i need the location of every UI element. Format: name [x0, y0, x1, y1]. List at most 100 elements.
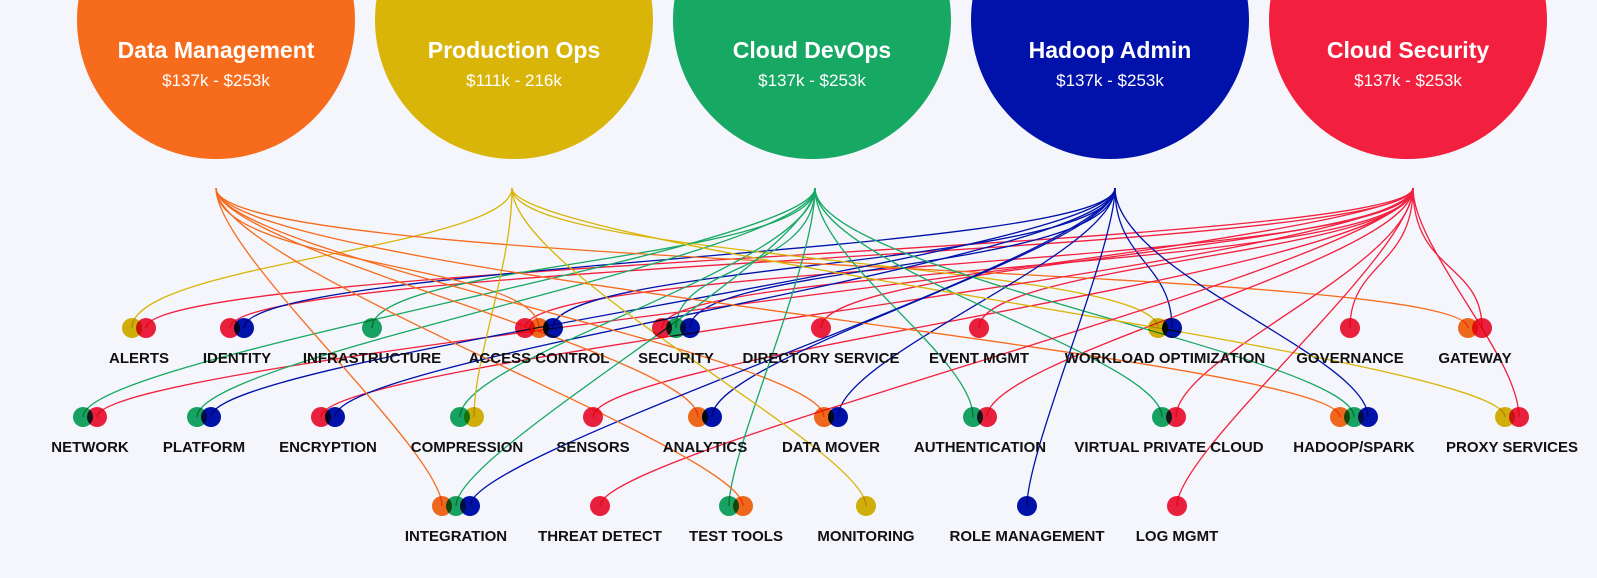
edge-cs-sensors: [592, 187, 1414, 418]
edge-po-proxy-services: [511, 187, 1506, 418]
edge-ha-integration: [469, 187, 1116, 507]
skill-label-identity: IDENTITY: [203, 350, 271, 367]
skill-label-gateway: GATEWAY: [1438, 350, 1511, 367]
skill-label-security: SECURITY: [638, 350, 714, 367]
edge-cd-security: [675, 187, 816, 329]
dot-test-tools-cd: [719, 496, 739, 516]
dot-data-mover-dm: [814, 407, 834, 427]
role-salary-cs: $137k - $253k: [1354, 71, 1462, 90]
skill-label-sensors: SENSORS: [556, 439, 629, 456]
edge-cs-log-mgmt: [1176, 187, 1414, 507]
skill-label-role-management: ROLE MANAGEMENT: [950, 528, 1105, 545]
dot-virtual-private-cloud-cs: [1166, 407, 1186, 427]
dot-integration-cd: [446, 496, 466, 516]
dot-integration-ha: [460, 496, 480, 516]
edge-po-compression: [473, 187, 513, 418]
edge-dm-gateway: [215, 187, 1469, 329]
edge-cs-authentication: [986, 187, 1414, 418]
role-circle-po: [375, 0, 653, 159]
edge-po-monitoring: [511, 187, 867, 507]
dot-role-management-ha: [1017, 496, 1037, 516]
edge-cd-infrastructure: [371, 187, 816, 329]
dot-hadoop-spark-ha: [1358, 407, 1378, 427]
role-salary-cd: $137k - $253k: [758, 71, 866, 90]
dot-hadoop-spark-dm: [1330, 407, 1350, 427]
dot-platform-cd: [187, 407, 207, 427]
edge-dm-analytics: [215, 187, 699, 418]
edge-cs-network: [96, 187, 1414, 418]
dot-analytics-dm: [688, 407, 708, 427]
skill-label-threat-detect: THREAT DETECT: [538, 528, 662, 545]
edge-cs-proxy-services: [1412, 187, 1520, 418]
dot-log-mgmt-cs: [1167, 496, 1187, 516]
skill-label-workload-optimization: WORKLOAD OPTIMIZATION: [1065, 350, 1266, 367]
edge-cd-virtual-private-cloud: [814, 187, 1163, 418]
skill-label-network: NETWORK: [51, 439, 129, 456]
skill-label-log-mgmt: LOG MGMT: [1136, 528, 1219, 545]
role-title-cs: Cloud Security: [1327, 37, 1490, 63]
skill-label-proxy-services: PROXY SERVICES: [1446, 439, 1578, 456]
edge-ha-platform: [210, 187, 1116, 418]
dot-monitoring-po: [856, 496, 876, 516]
dot-security-cd: [666, 318, 686, 338]
edge-dm-data-mover: [215, 187, 825, 418]
dot-encryption-ha: [325, 407, 345, 427]
role-title-po: Production Ops: [428, 37, 601, 63]
dot-compression-cd: [450, 407, 470, 427]
role-cd: Cloud DevOps $137k - $253k: [673, 0, 951, 159]
skill-label-directory-service: DIRECTORY SERVICE: [743, 350, 900, 367]
skill-label-access-control: ACCESS CONTROL: [469, 350, 610, 367]
skill-label-data-mover: DATA MOVER: [782, 439, 880, 456]
dot-event-mgmt-cs: [969, 318, 989, 338]
skill-label-analytics: ANALYTICS: [663, 439, 747, 456]
edge-cd-compression: [459, 187, 816, 418]
connection-lines: [82, 187, 1520, 507]
role-dm: Data Management$137k - $253k: [77, 0, 355, 159]
dot-identity-ha: [234, 318, 254, 338]
edge-cs-identity: [229, 187, 1414, 329]
edge-cd-hadoop-spark: [814, 187, 1355, 418]
edge-ha-security: [689, 187, 1116, 329]
edge-ha-hadoop-spark: [1114, 187, 1369, 418]
dot-threat-detect-cs: [590, 496, 610, 516]
dot-workload-optimization-ha: [1162, 318, 1182, 338]
dot-infrastructure-cd: [362, 318, 382, 338]
dot-access-control-dm: [529, 318, 549, 338]
skill-label-integration: INTEGRATION: [405, 528, 507, 545]
role-circle-ha: [971, 0, 1249, 159]
role-circle-dm: [77, 0, 355, 159]
edge-cd-authentication: [814, 187, 974, 418]
skill-label-virtual-private-cloud: VIRTUAL PRIVATE CLOUD: [1074, 439, 1263, 456]
dot-hadoop-spark-cd: [1344, 407, 1364, 427]
skill-label-monitoring: MONITORING: [817, 528, 914, 545]
edge-cs-event-mgmt: [978, 187, 1414, 329]
role-ha: Hadoop Admin$137k - $253k: [971, 0, 1249, 159]
role-salary-ha: $137k - $253k: [1056, 71, 1164, 90]
dot-security-cs: [652, 318, 672, 338]
skill-label-encryption: ENCRYPTION: [279, 439, 377, 456]
edge-cs-virtual-private-cloud: [1175, 187, 1414, 418]
skill-label-test-tools: TEST TOOLS: [689, 528, 783, 545]
edge-cd-network: [82, 187, 816, 418]
skill-label-event-mgmt: EVENT MGMT: [929, 350, 1029, 367]
dot-encryption-cs: [311, 407, 331, 427]
edge-cs-threat-detect: [599, 187, 1414, 507]
skill-label-hadoop-spark: HADOOP/SPARK: [1293, 439, 1415, 456]
edge-po-alerts: [131, 187, 513, 329]
dot-identity-cs: [220, 318, 240, 338]
dot-alerts-po: [122, 318, 142, 338]
dot-proxy-services-cs: [1509, 407, 1529, 427]
dot-gateway-cs: [1472, 318, 1492, 338]
dot-directory-service-cs: [811, 318, 831, 338]
edge-cs-access-control: [524, 187, 1414, 329]
edge-ha-access-control: [552, 187, 1116, 329]
role-po: Production Ops$111k - 216k: [375, 0, 653, 159]
dot-network-cd: [73, 407, 93, 427]
edge-cs-alerts: [145, 187, 1414, 329]
edge-dm-hadoop-spark: [215, 187, 1341, 418]
role-title-cd: Cloud DevOps: [733, 37, 891, 63]
dot-sensors-cs: [583, 407, 603, 427]
